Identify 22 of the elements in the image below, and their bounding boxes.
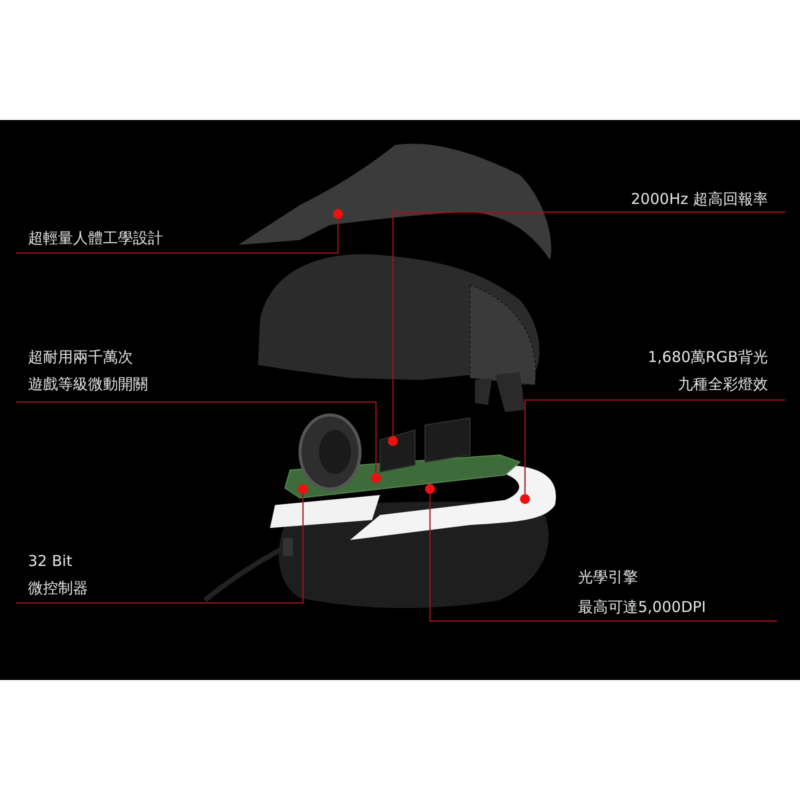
feature-label: 微控制器 bbox=[28, 579, 88, 597]
marker-dot bbox=[298, 484, 308, 494]
feature-label: 超耐用兩千萬次 bbox=[28, 348, 133, 366]
marker-dot bbox=[425, 484, 435, 494]
feature-label: 32 Bit bbox=[28, 552, 72, 570]
leader-line bbox=[16, 494, 304, 604]
leader-line bbox=[16, 401, 377, 473]
marker-dot bbox=[333, 209, 343, 219]
leader-line bbox=[524, 399, 785, 494]
feature-label: 最高可達5,000DPI bbox=[578, 598, 706, 616]
marker-dot bbox=[371, 473, 381, 483]
leader-line bbox=[429, 494, 728, 622]
feature-label: 光學引擎 bbox=[578, 568, 638, 586]
feature-label: 九種全彩燈效 bbox=[678, 375, 768, 393]
feature-label: 1,680萬RGB背光 bbox=[648, 348, 768, 366]
feature-label: 遊戲等級微動開關 bbox=[28, 375, 148, 393]
marker-dot bbox=[520, 494, 530, 504]
feature-label: 2000Hz 超高回報率 bbox=[630, 190, 768, 208]
marker-dot bbox=[388, 436, 398, 446]
feature-label: 超輕量人體工學設計 bbox=[28, 229, 163, 247]
leader-line bbox=[16, 219, 339, 254]
leader-line bbox=[392, 211, 785, 436]
